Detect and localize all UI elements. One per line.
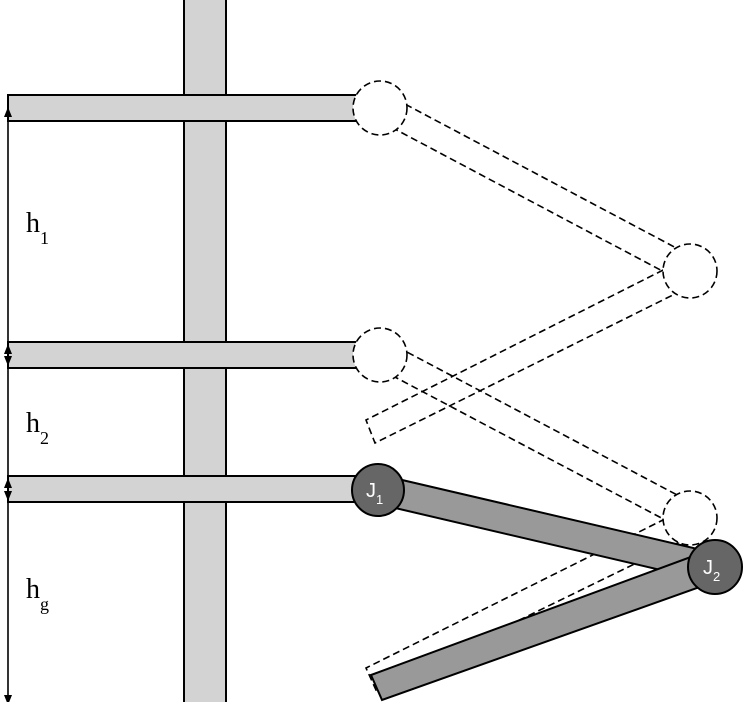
ghost-arm-top [352, 80, 718, 445]
ghost-arm-middle [352, 327, 718, 692]
label-h1: h1 [26, 208, 49, 248]
shelf-top [7, 94, 377, 122]
shelf-bottom [7, 475, 377, 503]
shelf-middle [7, 341, 377, 369]
ghost-link-top-lower [364, 257, 699, 445]
ghost-joint-top-1 [352, 80, 408, 136]
label-j1: J1 [366, 480, 383, 507]
ghost-joint-middle-2 [662, 490, 718, 546]
link-lower [369, 549, 727, 702]
joint-j1 [351, 463, 405, 517]
ghost-link-middle-lower [364, 507, 700, 692]
current-arm [351, 463, 743, 702]
label-h2: h2 [26, 408, 49, 448]
label-hg: hg [26, 574, 49, 614]
label-j2: J2 [703, 557, 720, 584]
joint-j2 [687, 539, 743, 595]
ghost-joint-top-2 [662, 243, 718, 299]
ghost-link-top-upper [372, 92, 699, 285]
ghost-joint-middle-1 [352, 327, 408, 383]
